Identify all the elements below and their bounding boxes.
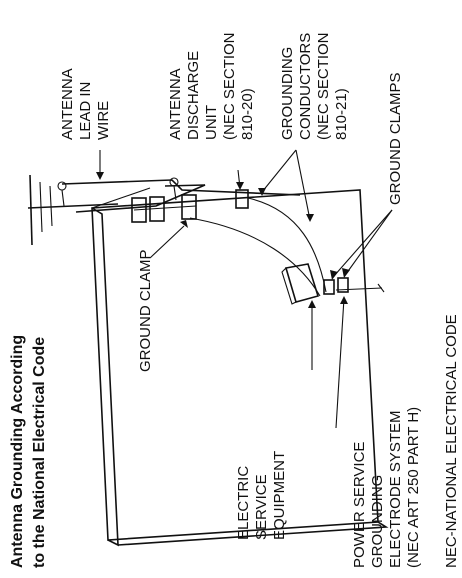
svg-text:GROUNDING: GROUNDING xyxy=(279,47,296,140)
svg-text:(NEC SECTION: (NEC SECTION xyxy=(221,32,238,140)
svg-text:EQUIPMENT: EQUIPMENT xyxy=(271,451,288,540)
service-box xyxy=(284,263,320,303)
building-wall-edge xyxy=(91,207,119,547)
electrode-clamp-1 xyxy=(323,279,335,295)
arrow-ground-clamp xyxy=(149,225,185,259)
label-ground-clamps: GROUND CLAMPS xyxy=(387,72,404,205)
antenna-mast xyxy=(27,203,119,209)
service-equipment-box xyxy=(281,263,320,305)
svg-text:UNIT: UNIT xyxy=(203,105,220,140)
diagram-title-line-1: Antenna Grounding According xyxy=(9,335,26,568)
svg-text:ANTENNA: ANTENNA xyxy=(167,68,184,140)
label-antenna-lead-in-wire: ANTENNA LEAD IN WIRE xyxy=(59,68,112,140)
antenna-assembly xyxy=(27,174,301,246)
electrode-ground-clamps xyxy=(323,277,385,295)
antenna-element-1 xyxy=(29,174,33,246)
electrode-rod xyxy=(335,287,383,291)
arrow-clamps-2 xyxy=(345,209,393,275)
label-electric-service-equipment: ELECTRIC SERVICE EQUIPMENT xyxy=(235,451,288,540)
svg-text:POWER SERVICE: POWER SERVICE xyxy=(351,442,368,568)
lead-in-wire xyxy=(61,179,301,196)
svg-text:LEAD IN: LEAD IN xyxy=(77,82,94,140)
svg-text:810-20): 810-20) xyxy=(239,88,256,140)
svg-text:CONDUCTORS: CONDUCTORS xyxy=(297,33,314,140)
discharge-unit xyxy=(235,189,249,209)
building-wall-bottom xyxy=(117,521,389,546)
diagram-title-line-2: to the National Electrical Code xyxy=(31,337,48,568)
svg-text:DISCHARGE: DISCHARGE xyxy=(185,51,202,140)
arrow-lead-in-head xyxy=(96,172,104,180)
svg-text:810-21): 810-21) xyxy=(333,88,350,140)
arrow-clamps-1 xyxy=(333,209,393,277)
roof-edge xyxy=(75,184,206,213)
svg-text:ANTENNA: ANTENNA xyxy=(59,68,76,140)
antenna-element-3 xyxy=(49,185,53,227)
svg-text:GROUNDING: GROUNDING xyxy=(369,475,386,568)
grounding-conductor-2 xyxy=(189,217,321,297)
svg-text:ELECTRODE SYSTEM: ELECTRODE SYSTEM xyxy=(387,410,404,568)
label-ground-clamp: GROUND CLAMP xyxy=(137,249,154,372)
svg-text:ELECTRIC: ELECTRIC xyxy=(235,466,252,540)
discharge-unit-assembly xyxy=(189,189,327,297)
electrode-clamp-2 xyxy=(337,277,349,293)
label-power-service-grounding: POWER SERVICE GROUNDING ELECTRODE SYSTEM… xyxy=(351,407,422,568)
label-nec-note: NEC-NATIONAL ELECTRICAL CODE xyxy=(443,314,460,568)
svg-text:WIRE: WIRE xyxy=(95,101,112,140)
label-grounding-conductors: GROUNDING CONDUCTORS (NEC SECTION 810-21… xyxy=(279,32,350,140)
standoff-1 xyxy=(61,189,65,207)
svg-text:(NEC ART 250 PART H): (NEC ART 250 PART H) xyxy=(405,407,422,568)
building-illustration xyxy=(75,184,389,547)
arrow-grounding-1 xyxy=(261,149,297,193)
label-antenna-discharge-unit: ANTENNA DISCHARGE UNIT (NEC SECTION 810-… xyxy=(167,32,256,140)
svg-text:SERVICE: SERVICE xyxy=(253,474,270,540)
standoff-2 xyxy=(173,185,177,201)
leader-arrows xyxy=(96,149,393,429)
svg-text:(NEC SECTION: (NEC SECTION xyxy=(315,32,332,140)
grounding-conductor-1 xyxy=(247,197,327,293)
arrow-power-service xyxy=(335,297,345,429)
mast-ground-clamps xyxy=(131,194,197,223)
mast-clamp-1 xyxy=(131,197,147,223)
arrow-grounding-2 xyxy=(295,149,311,221)
antenna-element-2 xyxy=(39,181,43,233)
